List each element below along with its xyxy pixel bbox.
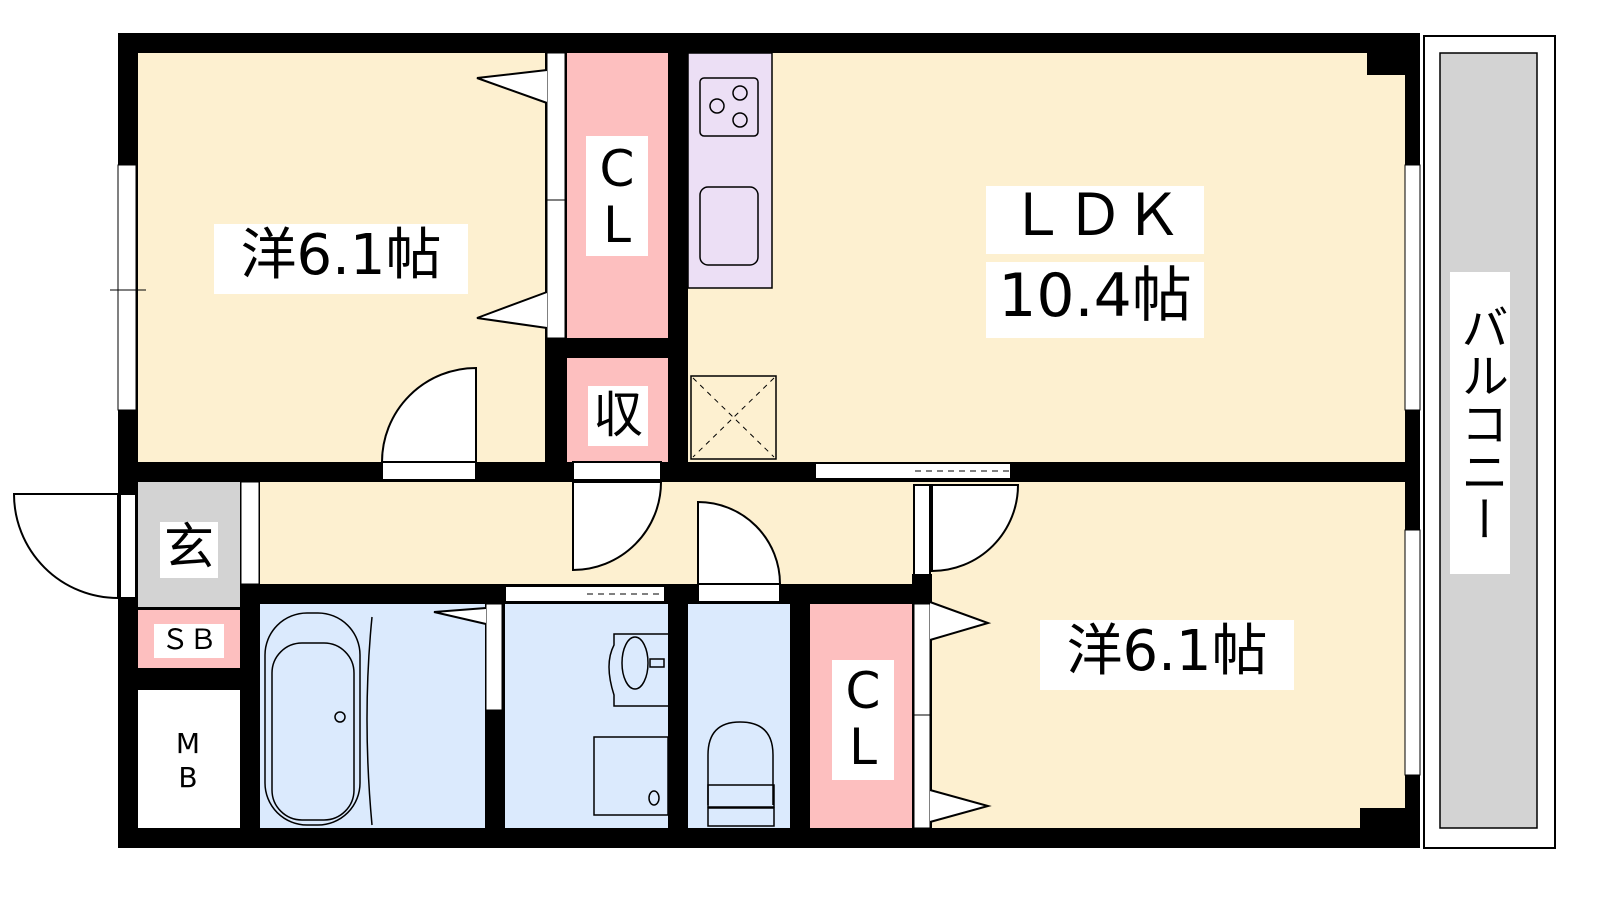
bathtub-icon <box>264 612 373 826</box>
room1-door <box>380 366 477 463</box>
balcony-label: バルコニー <box>1450 272 1510 574</box>
shoe-box-label: ＳＢ <box>154 624 224 658</box>
closet-2-label-l: L <box>832 722 894 780</box>
western-room-2-label: 洋6.1帖 <box>1040 620 1294 690</box>
meter-box-label-b: B <box>168 764 208 794</box>
stove-icon <box>699 77 759 137</box>
closet-door-arrows <box>433 69 992 823</box>
toilet-door <box>697 500 782 585</box>
entrance-label: 玄 <box>160 522 218 578</box>
storage-door <box>572 481 663 572</box>
ldk-size: 10.4帖 <box>986 262 1204 338</box>
ldk <box>688 53 1405 462</box>
closet-1-label-l: L <box>586 200 648 256</box>
toilet-icon <box>707 721 775 827</box>
closet-1-doors <box>546 52 566 339</box>
washbasin-icon <box>608 633 668 707</box>
sink-icon <box>699 186 759 266</box>
fridge-space <box>690 375 777 460</box>
closet-2-label-c: C <box>832 660 894 724</box>
meter-box-label-m: M <box>168 730 208 760</box>
room2-door <box>931 484 1020 573</box>
ldk-label: ＬＤＫ <box>986 186 1204 254</box>
bathroom <box>260 604 485 828</box>
washroom <box>505 604 668 828</box>
closet-1-label-c: C <box>586 136 648 204</box>
entrance-door <box>12 493 119 600</box>
balcony <box>1423 35 1556 849</box>
western-room-1-label: 洋6.1帖 <box>214 224 468 294</box>
windows <box>110 164 1421 776</box>
doors <box>12 69 1020 823</box>
storage-label: 収 <box>588 386 648 446</box>
washing-machine-space <box>593 736 669 816</box>
